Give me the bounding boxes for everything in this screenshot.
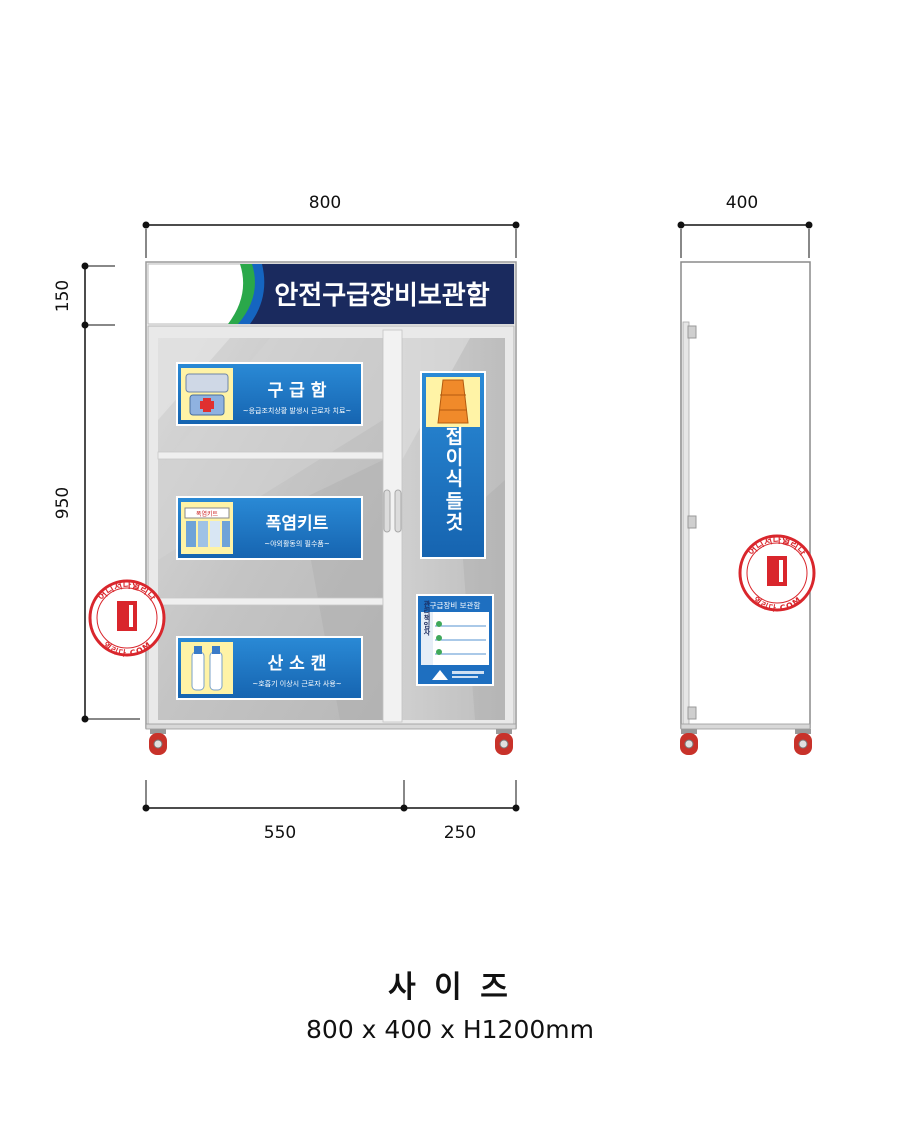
header-title: 안전구급장비보관함: [274, 281, 489, 311]
kit-label: 폭염키트: [196, 510, 219, 518]
shelf: [157, 451, 384, 460]
dimension-side-depth: 400: [677, 193, 813, 258]
side-caster-left: [680, 729, 698, 755]
sign-subtitle: ~호흡기 이상시 근로자 사용~: [252, 679, 341, 688]
sign-subtitle: ~응급조치상황 발생시 근로자 치료~: [243, 406, 352, 415]
info-card-title: 구급장비 보관함: [430, 600, 481, 610]
info-card-side-label: 관리책임자: [423, 600, 431, 637]
watermark-stamp-right: 어디서나열리다 열리다.COM: [738, 534, 816, 613]
dim-label-left-section: 550: [264, 823, 296, 843]
caster-wheel-right: [495, 729, 513, 755]
door-handle-left[interactable]: [383, 489, 391, 533]
sign-subtitle: ~야외활동의 필수품~: [264, 539, 330, 548]
dimension-bottom-sections: 550 250: [142, 780, 520, 843]
watermark-stamp-left: 어디서나열리다 열리다.COM: [88, 579, 166, 658]
size-heading: 사 이 즈: [388, 970, 512, 1005]
side-caster-right: [794, 729, 812, 755]
sign-folding-stretcher: 접이식 들것: [420, 371, 486, 559]
stretcher-label-line2: 들것: [442, 491, 464, 533]
sign-oxygen-can: 산 소 캔 ~호흡기 이상시 근로자 사용~: [176, 636, 363, 700]
sign-heat-kit: 폭염키트 폭염키트 ~야외활동의 필수품~: [176, 496, 363, 560]
sign-title: 폭염키트: [266, 514, 329, 534]
dim-label-right-section: 250: [444, 823, 476, 843]
cabinet-front-view: 안전구급장비보관함: [145, 261, 517, 755]
dimension-height: 150 950: [53, 262, 140, 723]
sign-title: 구 급 함: [268, 380, 327, 401]
sign-first-aid-kit: 구 급 함 ~응급조치상황 발생시 근로자 치료~: [176, 362, 363, 426]
dim-label-side-depth: 400: [726, 193, 758, 213]
logo-mark-icon: [432, 670, 448, 680]
sign-title: 산 소 캔: [268, 654, 327, 674]
stretcher-label-line1: 접이식: [442, 426, 464, 489]
dim-label-front-width: 800: [309, 193, 341, 213]
door-handle-right[interactable]: [394, 489, 402, 533]
dim-label-body-height: 950: [53, 487, 73, 519]
cabinet-side-view: [680, 261, 812, 755]
door-divider: [382, 329, 403, 723]
shelf: [157, 597, 384, 606]
header-sign: 안전구급장비보관함: [228, 264, 514, 324]
dimension-front-width: 800: [142, 193, 520, 258]
info-card: 구급장비 보관함 관리책임자: [416, 594, 494, 686]
dim-label-header-height: 150: [53, 280, 73, 312]
size-value: 800 x 400 x H1200mm: [306, 1015, 594, 1044]
oxygen-can-image: [181, 642, 233, 694]
caster-wheel-left: [149, 729, 167, 755]
